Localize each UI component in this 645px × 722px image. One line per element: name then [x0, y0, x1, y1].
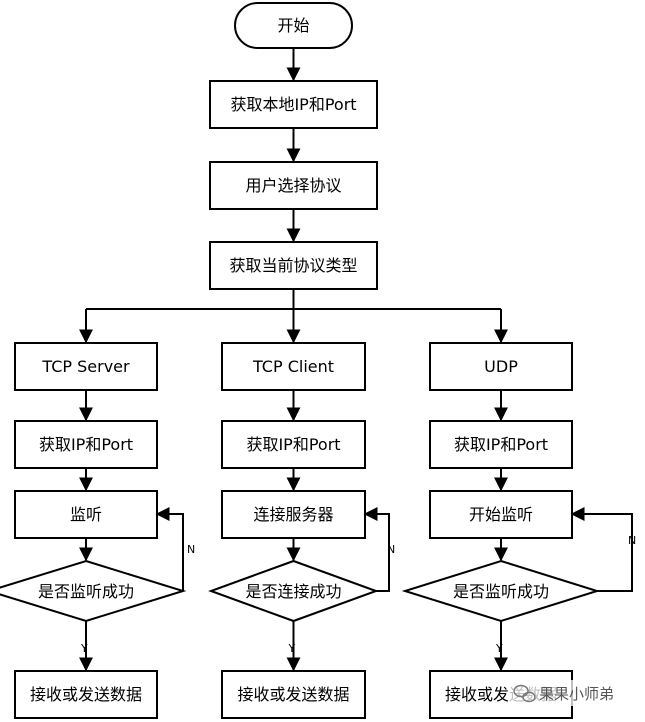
udp-box — [429, 342, 573, 391]
udp-label: UDP — [484, 357, 518, 376]
tcp-server-label: TCP Server — [41, 357, 130, 376]
tcp-server-get-ip-label: 获取IP和Port — [39, 435, 133, 454]
tcp-client-yes-label: Y — [288, 642, 296, 655]
udp-get-ip-box — [429, 420, 573, 469]
udp-column: UDP 获取IP和Port 开始监听 是否监听成功 N Y 接收或发送数据 — [401, 342, 636, 719]
tcp-client-connect-label: 连接服务器 — [253, 505, 333, 524]
get-protocol-type-box — [209, 241, 378, 290]
tcp-client-label: TCP Client — [252, 357, 334, 376]
tcp-client-get-ip-box — [221, 420, 366, 469]
tcp-server-data-label: 接收或发送数据 — [30, 685, 142, 704]
get-local-ip-label: 获取本地IP和Port — [230, 95, 356, 114]
udp-no-label: N — [628, 534, 636, 547]
udp-get-ip-label: 获取IP和Port — [454, 435, 548, 454]
wechat-icon — [513, 684, 536, 703]
tcp-client-data-box — [221, 670, 366, 719]
tcp-server-column: TCP Server 获取IP和Port 监听 是否监听成功 N Y 接收或发送… — [0, 342, 195, 719]
tcp-client-data-label: 接收或发送数据 — [237, 685, 349, 704]
tcp-server-yes-label: Y — [80, 642, 88, 655]
tcp-server-box — [14, 342, 158, 391]
tcp-server-listen-label: 监听 — [70, 505, 102, 524]
udp-listen-label: 开始监听 — [469, 505, 533, 524]
udp-yes-label: Y — [495, 642, 503, 655]
watermark-text: 果果小师弟 — [539, 685, 614, 703]
watermark: 果果小师弟 — [508, 680, 633, 706]
tcp-server-no-loop — [155, 507, 184, 591]
tcp-client-no-loop — [363, 507, 390, 592]
tcp-client-box — [221, 342, 366, 391]
tcp-client-no-label: N — [387, 543, 395, 556]
udp-check-label: 是否监听成功 — [453, 582, 549, 601]
user-select-protocol-label: 用户选择协议 — [245, 176, 341, 195]
tcp-client-get-ip-label: 获取IP和Port — [246, 435, 340, 454]
tcp-server-no-label: N — [187, 543, 195, 556]
start-label: 开始 — [277, 16, 309, 35]
tcp-client-connect-box — [221, 490, 366, 539]
tcp-client-column: TCP Client 获取IP和Port 连接服务器 是否连接成功 N Y 接收… — [208, 342, 395, 719]
udp-no-loop — [570, 507, 633, 592]
tcp-client-check-label: 是否连接成功 — [245, 582, 341, 601]
tcp-server-data-box — [14, 670, 158, 719]
tcp-server-check-label: 是否监听成功 — [38, 582, 134, 601]
udp-listen-box — [429, 490, 573, 539]
get-protocol-type-label: 获取当前协议类型 — [229, 256, 357, 275]
get-local-ip-box — [209, 80, 378, 129]
